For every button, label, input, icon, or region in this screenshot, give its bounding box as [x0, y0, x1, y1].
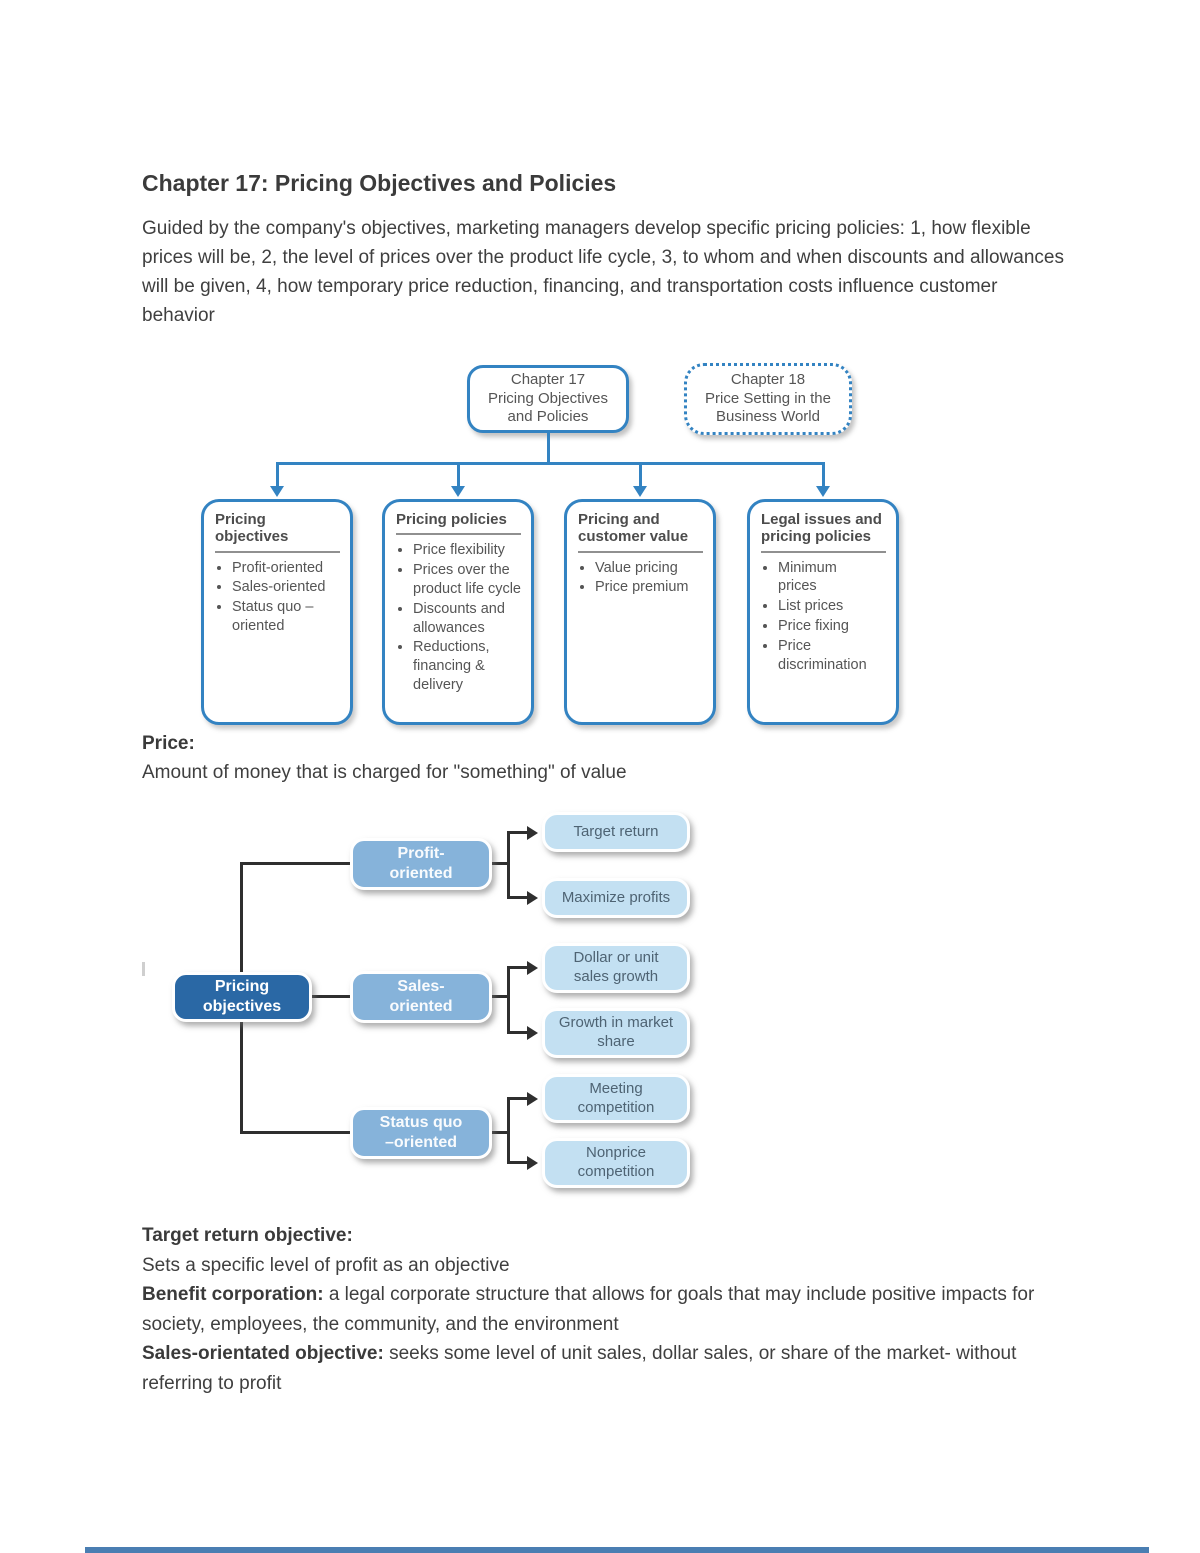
box-title: Pricing policies	[396, 511, 521, 536]
box-title: Pricing objectives	[215, 511, 340, 553]
connector-line	[240, 862, 350, 865]
connector-line	[507, 1161, 529, 1164]
connector-line	[822, 464, 825, 487]
box-list: Price flexibility Prices over the produc…	[396, 541, 525, 695]
connector-line	[276, 464, 279, 487]
list-item: Status quo –oriented	[232, 598, 344, 636]
arrow-right-icon	[527, 1025, 538, 1040]
box-title: Pricing and customer value	[578, 511, 703, 553]
list-item: Reductions, financing & delivery	[413, 638, 525, 695]
leaf-node-growth-market-share: Growth in market share	[542, 1008, 690, 1058]
chapter-overview-diagram: Chapter 17 Pricing Objectives and Polici…	[195, 358, 910, 730]
price-heading: Price:	[142, 733, 195, 754]
term-label: Sales-orientated objective:	[142, 1343, 384, 1364]
connector-line	[492, 1131, 508, 1134]
legal-issues-box: Legal issues and pricing policies Minimu…	[747, 499, 899, 725]
connector-line	[310, 995, 350, 998]
list-item: Minimum prices	[778, 559, 873, 597]
connector-line	[240, 1131, 350, 1134]
arrow-right-icon	[527, 890, 538, 905]
pricing-objectives-box: Pricing objectives Profit-oriented Sales…	[201, 499, 353, 725]
leaf-node-meeting-competition: Meeting competition	[542, 1074, 690, 1123]
definitions-block: Target return objective: Sets a specific…	[142, 1221, 1080, 1398]
chapter17-node: Chapter 17 Pricing Objectives and Polici…	[467, 365, 629, 433]
pricing-objectives-tree-diagram: Pricing objectives Profit- oriented Sale…	[140, 800, 710, 1202]
leaf-node-dollar-unit-sales-growth: Dollar or unit sales growth	[542, 943, 690, 993]
leaf-node-maximize-profits: Maximize profits	[542, 878, 690, 918]
term-label: Benefit corporation:	[142, 1284, 324, 1305]
arrow-down-icon	[816, 486, 830, 497]
arrow-right-icon	[527, 1155, 538, 1170]
leaf-node-target-return: Target return	[542, 812, 690, 852]
connector-line	[507, 831, 510, 898]
arrow-down-icon	[451, 486, 465, 497]
connector-line	[492, 862, 508, 865]
definition-text: a legal corporate structure that allows …	[142, 1284, 1035, 1335]
box-list: Minimum prices List prices Price fixing …	[761, 559, 890, 675]
intro-paragraph: Guided by the company's objectives, mark…	[142, 218, 1064, 326]
pricing-policies-box: Pricing policies Price flexibility Price…	[382, 499, 534, 725]
page-title: Chapter 17: Pricing Objectives and Polic…	[142, 170, 617, 196]
connector-line	[276, 462, 825, 465]
connector-line	[507, 966, 510, 1033]
box-list: Value pricing Price premium	[578, 559, 707, 598]
connector-line	[507, 896, 529, 899]
list-item: Price fixing	[778, 617, 873, 636]
figure-edge-artifact	[142, 962, 145, 976]
definition-line: Benefit corporation: a legal corporate s…	[142, 1280, 1080, 1339]
list-item: Price premium	[595, 578, 707, 597]
term-label: Target return objective:	[142, 1225, 353, 1246]
arrow-down-icon	[633, 486, 647, 497]
definition-text: seeks some level of unit sales, dollar s…	[142, 1343, 1017, 1394]
arrow-right-icon	[527, 960, 538, 975]
connector-line	[507, 1097, 529, 1100]
branch-node-profit-oriented: Profit- oriented	[350, 838, 492, 890]
chapter18-node: Chapter 18 Price Setting in the Business…	[684, 363, 852, 435]
list-item: Discounts and allowances	[413, 600, 525, 638]
arrow-down-icon	[270, 486, 284, 497]
list-item: Sales-oriented	[232, 578, 344, 597]
definition-term: Target return objective:	[142, 1221, 1080, 1251]
branch-node-status-quo: Status quo –oriented	[350, 1107, 492, 1159]
list-item: Price discrimination	[778, 637, 873, 675]
list-item: Price flexibility	[413, 541, 525, 560]
next-page-edge-strip	[85, 1547, 1149, 1553]
connector-line	[492, 995, 508, 998]
definition-line: Sales-orientated objective: seeks some l…	[142, 1339, 1080, 1398]
root-node-pricing-objectives: Pricing objectives	[172, 972, 312, 1022]
definition-text: Sets a specific level of profit as an ob…	[142, 1254, 510, 1276]
connector-line	[507, 1031, 529, 1034]
connector-line	[507, 966, 529, 969]
connector-line	[507, 831, 529, 834]
arrow-right-icon	[527, 825, 538, 840]
list-item: Prices over the product life cycle	[413, 561, 525, 599]
box-title: Legal issues and pricing policies	[761, 511, 886, 553]
price-definition-block: Price: Amount of money that is charged f…	[142, 729, 1070, 787]
branch-node-sales-oriented: Sales- oriented	[350, 971, 492, 1023]
connector-line	[639, 464, 642, 487]
box-list: Profit-oriented Sales-oriented Status qu…	[215, 559, 344, 636]
list-item: Profit-oriented	[232, 559, 344, 578]
arrow-right-icon	[527, 1091, 538, 1106]
connector-line	[547, 433, 550, 464]
pricing-customer-value-box: Pricing and customer value Value pricing…	[564, 499, 716, 725]
leaf-node-nonprice-competition: Nonprice competition	[542, 1138, 690, 1188]
list-item: List prices	[778, 597, 873, 616]
price-text: Amount of money that is charged for "som…	[142, 762, 627, 783]
connector-line	[457, 464, 460, 487]
list-item: Value pricing	[595, 559, 707, 578]
connector-line	[507, 1097, 510, 1163]
